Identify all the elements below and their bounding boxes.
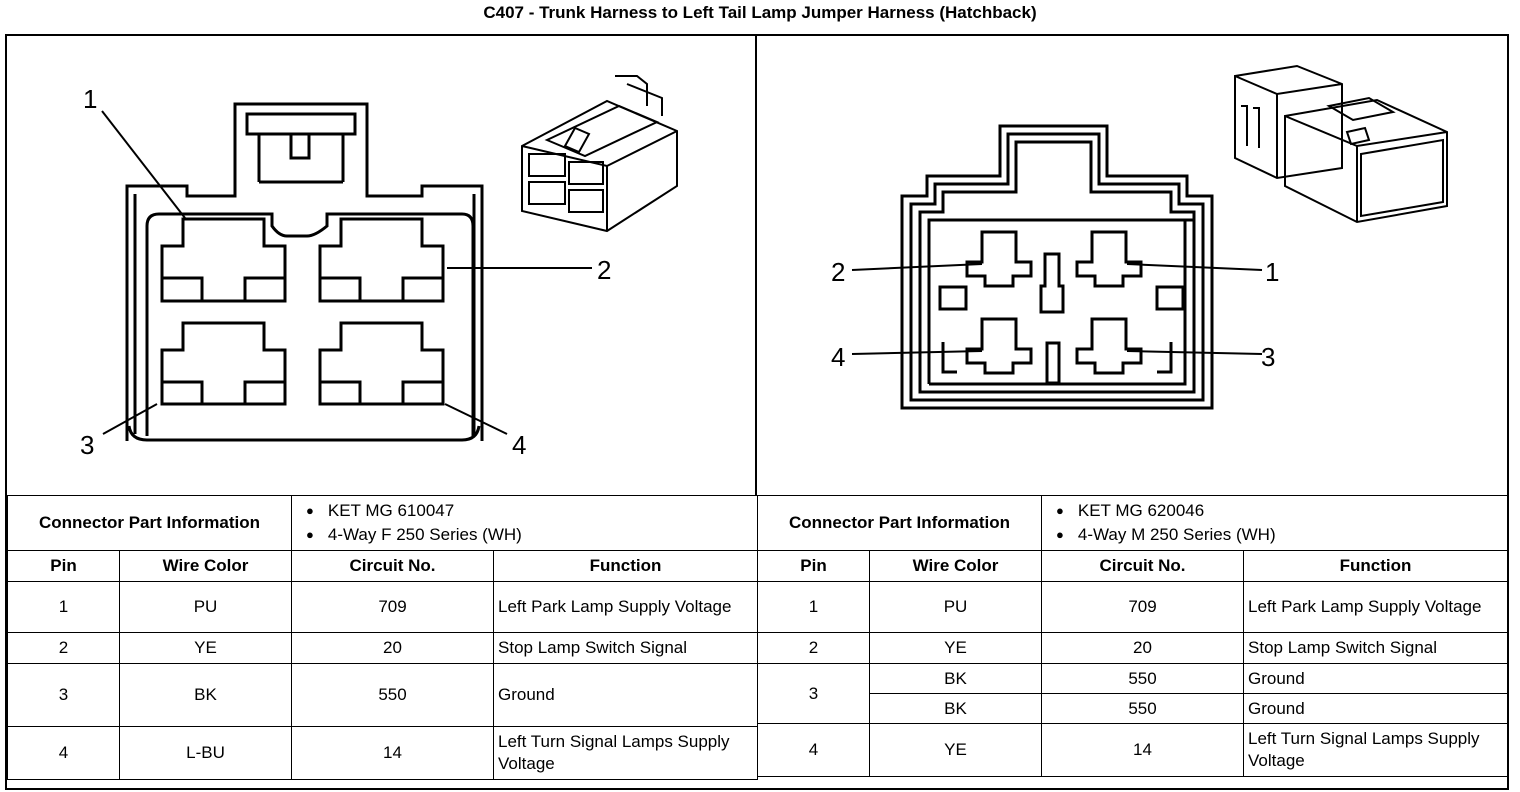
pin-1-callout: 1 <box>1265 257 1279 287</box>
right-connector-diagram: 1 2 3 4 <box>757 36 1505 496</box>
part-info-item: KET MG 610047 <box>306 499 753 523</box>
right-connector-table: Connector Part Information KET MG 620046… <box>756 495 1509 777</box>
female-connector-thumbnail <box>521 75 678 233</box>
male-connector-body <box>900 124 1214 410</box>
table-row: 4 L-BU 14 Left Turn Signal Lamps Supply … <box>7 726 759 780</box>
pin-1-callout: 1 <box>83 84 97 114</box>
col-header-function: Function <box>1243 550 1509 582</box>
connector-info-label: Connector Part Information <box>6 495 293 551</box>
connector-info-label: Connector Part Information <box>756 495 1043 551</box>
pin-3-callout: 3 <box>1261 342 1275 372</box>
pin-2-callout: 2 <box>597 255 611 285</box>
female-connector-face: 1 2 3 4 <box>80 75 678 460</box>
table-row: 1 PU 709 Left Park Lamp Supply Voltage <box>757 581 1509 633</box>
col-header-wire-color: Wire Color <box>118 550 293 582</box>
female-connector-body <box>125 102 484 442</box>
center-divider <box>755 34 757 496</box>
table-row: 3 BK 550 Ground <box>757 663 1509 724</box>
table-row: 2 YE 20 Stop Lamp Switch Signal <box>757 632 1509 664</box>
pin-leader-lines <box>851 263 1263 355</box>
table-row: 2 YE 20 Stop Lamp Switch Signal <box>7 632 759 664</box>
page-title: C407 - Trunk Harness to Left Tail Lamp J… <box>483 3 1037 22</box>
pin-leader-lines <box>101 110 592 435</box>
connector-part-info: KET MG 610047 4-Way F 250 Series (WH) <box>291 495 759 551</box>
pin-4-callout: 4 <box>512 430 526 460</box>
left-connector-diagram: 1 2 3 4 <box>7 36 755 496</box>
part-info-item: 4-Way M 250 Series (WH) <box>1056 523 1503 547</box>
table-row: 3 BK 550 Ground <box>7 663 759 727</box>
part-info-item: KET MG 620046 <box>1056 499 1503 523</box>
male-connector-face: 1 2 3 4 <box>831 64 1448 410</box>
connector-part-info: KET MG 620046 4-Way M 250 Series (WH) <box>1041 495 1509 551</box>
pin-4-callout: 4 <box>831 342 845 372</box>
col-header-circuit: Circuit No. <box>1041 550 1245 582</box>
pin-2-callout: 2 <box>831 257 845 287</box>
col-header-function: Function <box>493 550 759 582</box>
part-info-item: 4-Way F 250 Series (WH) <box>306 523 753 547</box>
table-row: BK 550 Ground <box>758 693 1509 724</box>
left-connector-table: Connector Part Information KET MG 610047… <box>6 495 759 780</box>
table-row: 1 PU 709 Left Park Lamp Supply Voltage <box>7 581 759 633</box>
col-header-circuit: Circuit No. <box>291 550 495 582</box>
table-row: 4 YE 14 Left Turn Signal Lamps Supply Vo… <box>757 723 1509 777</box>
male-connector-thumbnail <box>1234 64 1448 224</box>
col-header-pin: Pin <box>7 550 120 582</box>
col-header-wire-color: Wire Color <box>868 550 1043 582</box>
col-header-pin: Pin <box>757 550 870 582</box>
diagram-frame <box>5 34 1509 790</box>
pin-3-callout: 3 <box>80 430 94 460</box>
